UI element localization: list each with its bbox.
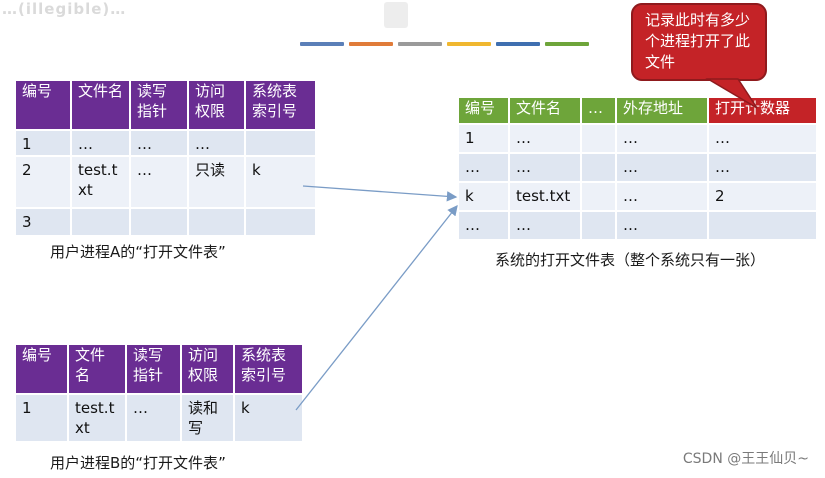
table-cell: [580, 210, 617, 241]
table-cell: 3: [14, 207, 72, 237]
column-header: …: [580, 96, 617, 125]
column-header: 编号: [14, 79, 72, 131]
table-cell: 1: [14, 129, 72, 157]
table-cell: test.txt: [70, 155, 131, 209]
table-cell: 2: [707, 181, 818, 212]
table-cell: [244, 207, 317, 237]
table-cell: [244, 129, 317, 157]
table-cell: …: [129, 129, 189, 157]
column-header: 文件名: [67, 343, 127, 395]
column-header: 系统表索引号: [233, 343, 304, 395]
column-header: 文件名: [70, 79, 131, 131]
table-row: 1………: [14, 129, 317, 157]
table-cell: 1: [457, 123, 510, 154]
column-header: 访问权限: [180, 343, 235, 395]
table-cell: 只读: [187, 155, 246, 209]
table-cell: test.txt: [508, 181, 582, 212]
table-cell: [70, 207, 131, 237]
table-cell: [580, 123, 617, 154]
arrow-b-to-system: [295, 204, 458, 411]
table-row: …………: [457, 152, 818, 183]
blurred-mark: [384, 2, 408, 28]
table-cell: k: [233, 393, 304, 443]
table-cell: [580, 181, 617, 212]
callout-bubble: 记录此时有多少个进程打开了此文件: [631, 3, 767, 81]
arrow-a-to-system: [302, 185, 458, 202]
column-header: 系统表索引号: [244, 79, 317, 131]
table-cell: …: [508, 152, 582, 183]
callout-text: 记录此时有多少个进程打开了此文件: [645, 11, 751, 71]
table-cell: …: [707, 123, 818, 154]
table-row: ………: [457, 210, 818, 241]
column-header: 编号: [457, 96, 510, 125]
table-cell: [580, 152, 617, 183]
column-header: 访问权限: [187, 79, 246, 131]
table-cell: …: [615, 152, 709, 183]
table-cell: …: [457, 152, 510, 183]
table-cell: 读和写: [180, 393, 235, 443]
column-header: 外存地址: [615, 96, 709, 125]
table-cell: …: [707, 152, 818, 183]
table-cell: k: [244, 155, 317, 209]
table-cell: test.txt: [67, 393, 127, 443]
table-row: 3: [14, 207, 317, 237]
table-cell: …: [615, 181, 709, 212]
table-cell: [187, 207, 246, 237]
table-cell: …: [615, 210, 709, 241]
column-header: 读写指针: [125, 343, 182, 395]
table-cell: k: [457, 181, 510, 212]
table-cell: …: [615, 123, 709, 154]
table-cell: …: [129, 155, 189, 209]
table-cell: 1: [14, 393, 69, 443]
process-b-caption: 用户进程B的“打开文件表”: [50, 454, 226, 472]
table-cell: …: [508, 123, 582, 154]
column-header: 打开计数器: [707, 96, 818, 125]
process-a-caption: 用户进程A的“打开文件表”: [50, 243, 226, 261]
footer-credit: CSDN @王王仙贝~: [682, 451, 809, 467]
column-header: 编号: [14, 343, 69, 395]
callout-pointer: [705, 78, 758, 109]
table-row: 1………: [457, 123, 818, 154]
watermark: …(illegible)…: [2, 0, 127, 18]
table-cell: …: [70, 129, 131, 157]
table-cell: [129, 207, 189, 237]
column-header: 读写指针: [129, 79, 189, 131]
table-cell: …: [125, 393, 182, 443]
table-cell: 2: [14, 155, 72, 209]
table-cell: …: [508, 210, 582, 241]
column-header: 文件名: [508, 96, 582, 125]
table-cell: …: [187, 129, 246, 157]
system-table-caption: 系统的打开文件表（整个系统只有一张）: [495, 251, 766, 269]
table-cell: …: [457, 210, 510, 241]
table-cell: [707, 210, 818, 241]
